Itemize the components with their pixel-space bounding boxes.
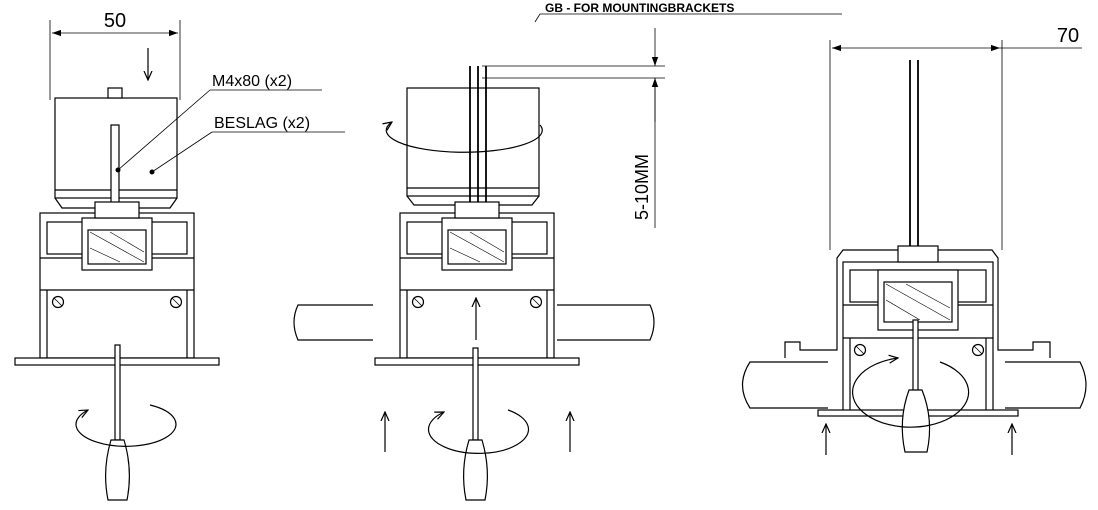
ceiling-panel-left — [741, 361, 828, 409]
rotation-arrow-icon — [75, 404, 177, 447]
dimension-label-50: 50 — [104, 10, 126, 32]
rotation-arrow-icon — [427, 409, 530, 454]
header: GB - FOR MOUNTINGBRACKETS — [534, 1, 842, 23]
wire-bundle — [909, 60, 919, 262]
dimension-width-50: 50 — [49, 10, 181, 100]
dimension-label-70: 70 — [1057, 25, 1079, 47]
fixture-body — [374, 201, 580, 366]
rotation-arrow-icon — [386, 122, 543, 153]
view-1-mounting: 50 M4x80 (x2) BESLAG (x2) — [14, 10, 345, 501]
dimension-width-70: 70 — [829, 25, 1082, 250]
ceiling-panel-left — [293, 304, 373, 341]
callout-screw: M4x80 (x2) — [212, 73, 292, 90]
callouts: M4x80 (x2) BESLAG (x2) — [115, 73, 345, 175]
dimension-depth-5-10mm: 5-10MM — [482, 28, 665, 228]
dimension-label-5-10mm: 5-10MM — [632, 154, 652, 220]
view-2-insertion: 5-10MM — [293, 28, 665, 501]
fixture-body — [14, 201, 220, 366]
callout-bracket: BESLAG (x2) — [214, 115, 310, 132]
header-title: GB - FOR MOUNTINGBRACKETS — [545, 1, 734, 15]
ceiling-panel-right — [557, 304, 655, 341]
screwdriver-icon — [901, 319, 931, 453]
screwdriver-icon — [463, 347, 488, 501]
rotation-arrow-icon — [852, 358, 970, 428]
bracket-part — [406, 87, 540, 206]
ceiling-panel-right — [1005, 361, 1087, 409]
screwdriver-icon — [105, 344, 130, 501]
view-3-installed: 70 — [741, 25, 1087, 455]
